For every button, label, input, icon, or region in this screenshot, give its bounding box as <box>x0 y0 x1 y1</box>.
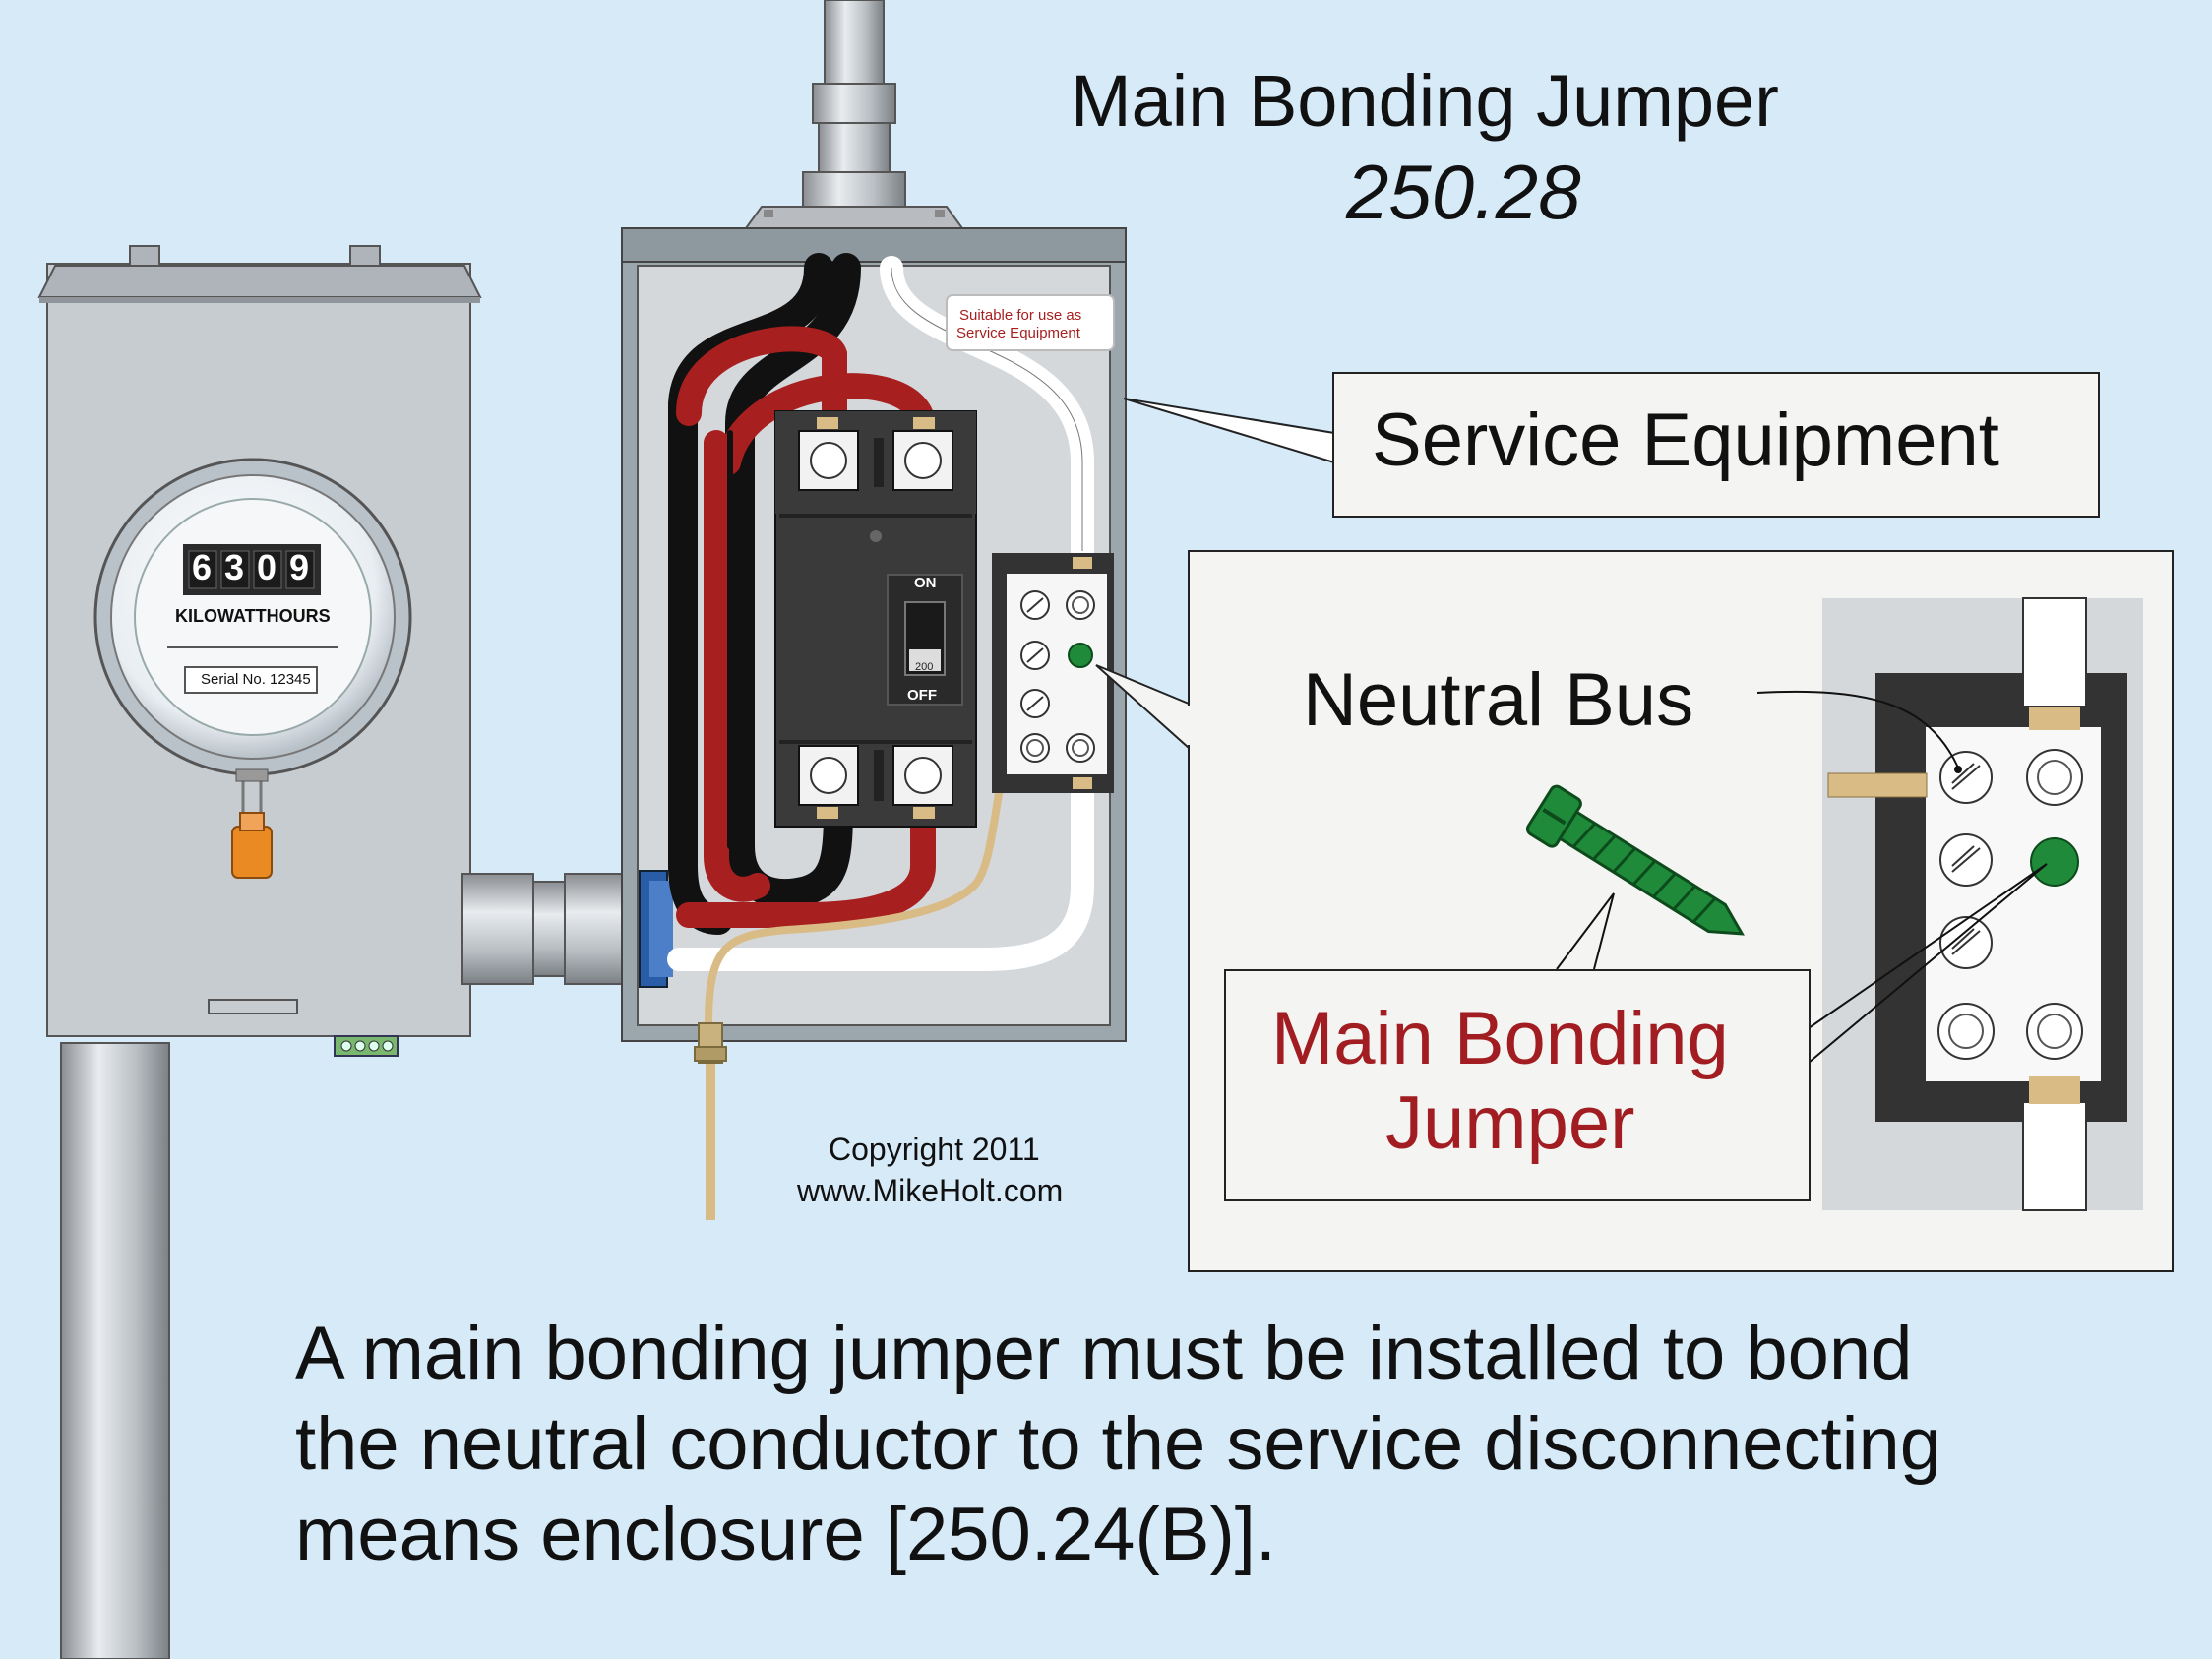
copyright-line2: www.MikeHolt.com <box>797 1173 1064 1208</box>
title-code: 250.28 <box>1346 149 1581 235</box>
neutral-bus-label: Neutral Bus <box>1303 658 1694 742</box>
meter-digit-1: 6 <box>192 547 213 587</box>
mbj-label-line2: Jumper <box>1385 1081 1635 1165</box>
service-sticker-line1: Suitable for use as <box>959 307 1082 324</box>
meter-digit-4: 9 <box>289 547 310 587</box>
copyright-line1: Copyright 2011 <box>829 1132 1040 1167</box>
meter-enclosure <box>37 245 482 1057</box>
meter-serial: Serial No. 12345 <box>201 671 311 688</box>
mbj-leader-right <box>1808 863 2048 1064</box>
bonding-screw-head <box>2030 837 2079 887</box>
neutral-bus-detail <box>1822 597 2143 1211</box>
connecting-conduit <box>461 873 625 985</box>
bonding-screw-icon <box>1525 784 1745 936</box>
service-equipment-leader <box>1123 398 1335 464</box>
breaker-rating: 200 <box>915 661 934 673</box>
meter-unit-label: KILOWATTHOURS <box>175 606 331 626</box>
neutral-bus-leader <box>1756 690 1959 768</box>
service-mast <box>744 0 964 229</box>
mbj-label-line1: Main Bonding <box>1271 997 1729 1080</box>
title-main: Main Bonding Jumper <box>1071 60 1779 142</box>
service-equipment-callout <box>1332 372 2100 518</box>
meter-digit-3: 0 <box>257 547 277 587</box>
service-sticker-line2: Service Equipment <box>956 325 1080 341</box>
meter-digit-2: 3 <box>224 547 245 587</box>
service-panel <box>621 227 1127 1042</box>
service-equipment-label: Service Equipment <box>1372 399 1999 482</box>
caption-line2: the neutral conductor to the service dis… <box>295 1402 1942 1486</box>
mbj-callout <box>1224 969 1811 1201</box>
mbj-leader-top <box>1556 892 1615 970</box>
meter-pole <box>60 1042 170 1659</box>
caption-line3: means enclosure [250.24(B)]. <box>295 1493 1276 1576</box>
bonding-screw-small <box>1068 643 1093 668</box>
breaker-on-label: ON <box>914 575 937 591</box>
breaker-off-label: OFF <box>907 687 937 704</box>
caption-line1: A main bonding jumper must be installed … <box>295 1312 1913 1395</box>
grounding-electrode-conductor <box>694 1022 727 1220</box>
